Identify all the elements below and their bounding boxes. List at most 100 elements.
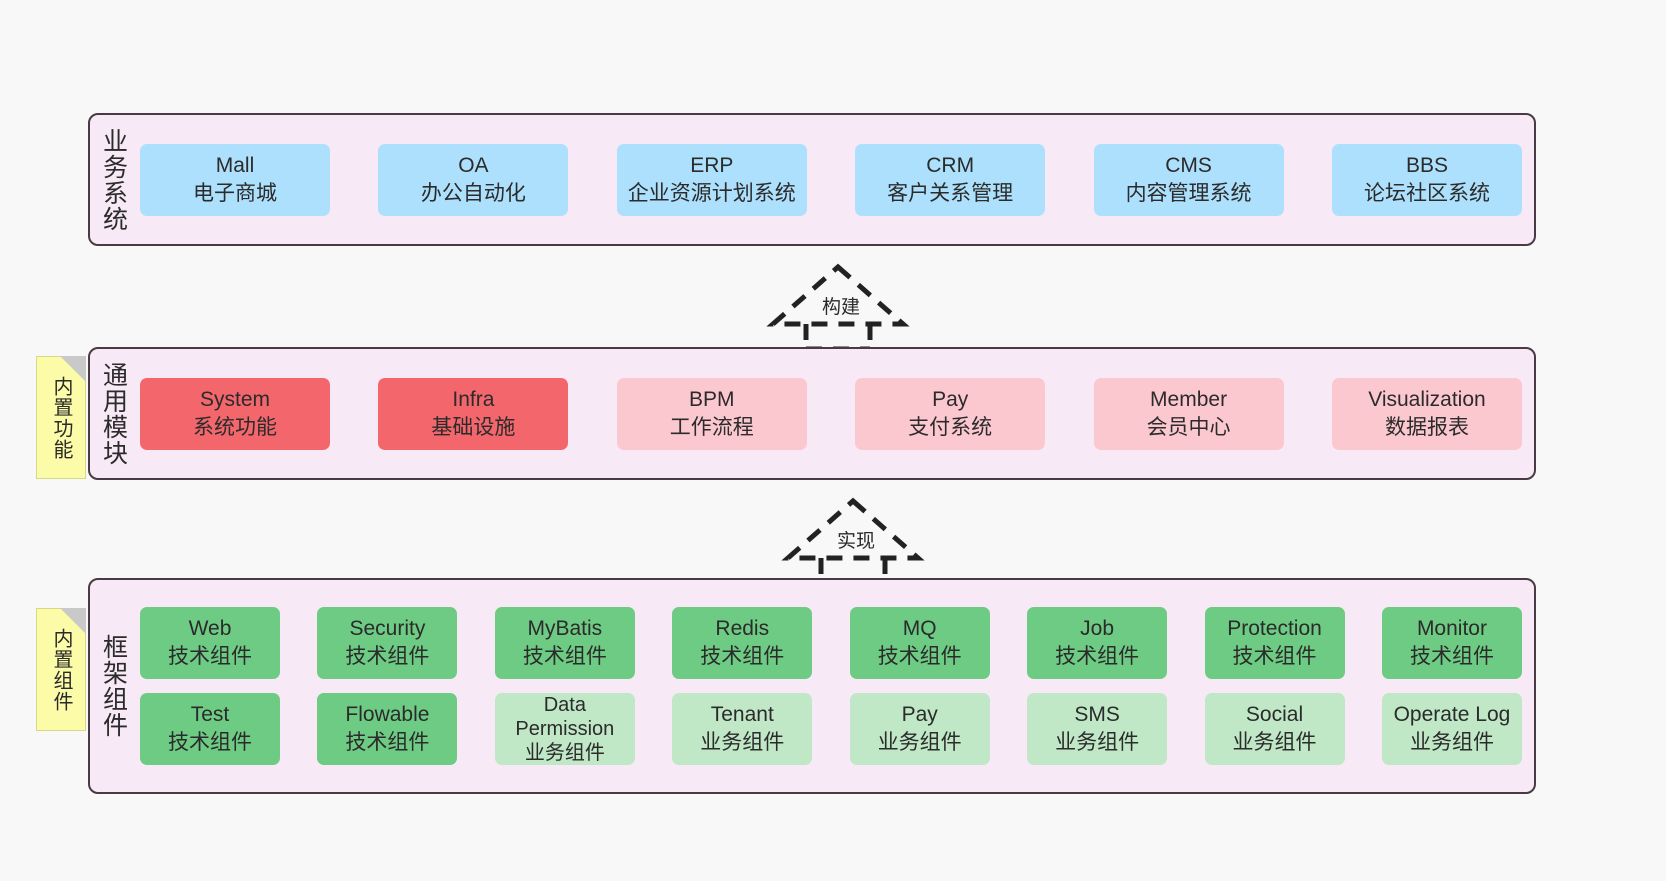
node-tenant[interactable]: Tenant 业务组件	[672, 693, 813, 765]
node-desc: 技术组件	[877, 645, 962, 668]
node-desc: 技术组件	[700, 645, 785, 668]
layer-body-framework-component: Web 技术组件 Security 技术组件 MyBatis 技术组件 Redi…	[136, 580, 1534, 792]
node-name: Social	[1245, 703, 1304, 727]
layer-title-business-system: 业务系统	[99, 127, 128, 232]
node-data-permission[interactable]: Data Permission 业务组件	[494, 693, 635, 765]
node-desc: 基础设施	[431, 415, 516, 439]
node-row: Mall 电子商城 OA 办公自动化 ERP 企业资源计划系统 CRM 客户关系…	[140, 143, 1522, 216]
note-builtin-component-label: 内置组件	[50, 627, 72, 712]
layer-title-framework-component: 框架组件	[99, 634, 128, 738]
node-pay[interactable]: Pay 支付系统	[855, 377, 1046, 450]
node-desc: 业务组件	[1232, 731, 1317, 754]
node-web[interactable]: Web 技术组件	[140, 607, 280, 679]
node-mall[interactable]: Mall 电子商城	[140, 143, 330, 216]
note-builtin-feature-label: 内置功能	[50, 375, 72, 460]
node-desc: 客户关系管理	[887, 181, 1014, 205]
node-pay-business[interactable]: Pay 业务组件	[849, 693, 990, 765]
node-desc: 系统功能	[193, 415, 277, 439]
node-name: Monitor	[1416, 617, 1487, 641]
node-system[interactable]: System 系统功能	[140, 377, 330, 450]
node-desc: 技术组件	[345, 645, 430, 668]
node-monitor[interactable]: Monitor 技术组件	[1381, 607, 1522, 679]
layer-body-business-system: Mall 电子商城 OA 办公自动化 ERP 企业资源计划系统 CRM 客户关系…	[136, 115, 1534, 244]
node-crm[interactable]: CRM 客户关系管理	[855, 143, 1046, 216]
node-name: Infra	[452, 387, 495, 411]
node-desc: 技术组件	[168, 731, 252, 754]
generalization-arrow-icon	[766, 263, 910, 352]
node-bpm[interactable]: BPM 工作流程	[616, 377, 807, 450]
node-erp[interactable]: ERP 企业资源计划系统	[616, 143, 807, 216]
node-sms[interactable]: SMS 业务组件	[1027, 693, 1168, 765]
node-flowable[interactable]: Flowable 技术组件	[317, 693, 458, 765]
node-name: CRM	[926, 153, 975, 177]
node-name: Job	[1080, 617, 1115, 641]
note-builtin-feature: 内置功能	[36, 356, 86, 479]
node-name: Tenant	[710, 703, 774, 727]
node-name: Test	[190, 703, 230, 727]
node-desc: 办公自动化	[420, 181, 526, 205]
node-member[interactable]: Member 会员中心	[1093, 377, 1284, 450]
node-desc: 数据报表	[1384, 415, 1469, 439]
node-name: Redis	[715, 617, 770, 641]
node-desc: 电子商城	[193, 181, 277, 205]
node-name: Operate Log	[1393, 703, 1511, 727]
node-name: Mall	[215, 153, 255, 177]
layer-common-module[interactable]: 通用模块 System 系统功能 Infra 基础设施 BPM 工作流程 Pay	[88, 347, 1536, 480]
node-desc: 业务组件	[1055, 731, 1140, 754]
node-name: MQ	[902, 617, 937, 641]
node-visualization[interactable]: Visualization 数据报表	[1331, 377, 1522, 450]
node-security[interactable]: Security 技术组件	[317, 607, 458, 679]
node-protection[interactable]: Protection 技术组件	[1204, 607, 1345, 679]
node-name: Member	[1150, 387, 1228, 411]
layer-body-common-module: System 系统功能 Infra 基础设施 BPM 工作流程 Pay 支付系统…	[136, 349, 1534, 478]
node-social[interactable]: Social 业务组件	[1204, 693, 1345, 765]
node-name: Protection	[1227, 617, 1322, 641]
node-name: Pay	[932, 387, 969, 411]
node-desc: 会员中心	[1146, 415, 1231, 439]
node-desc: 业务组件	[877, 731, 962, 754]
note-builtin-component: 内置组件	[36, 608, 86, 731]
node-name: OA	[458, 153, 489, 177]
node-desc: 工作流程	[669, 415, 754, 439]
node-cms[interactable]: CMS 内容管理系统	[1093, 143, 1284, 216]
node-oa[interactable]: OA 办公自动化	[378, 143, 569, 216]
node-name: BPM	[689, 387, 735, 411]
node-job[interactable]: Job 技术组件	[1027, 607, 1168, 679]
node-name: SMS	[1074, 703, 1120, 727]
node-name: CMS	[1165, 153, 1212, 177]
connector-implement-label: 实现	[837, 531, 876, 552]
node-bbs[interactable]: BBS 论坛社区系统	[1331, 143, 1522, 216]
connector-implement: 实现	[773, 496, 933, 586]
node-name: ERP	[690, 153, 734, 177]
node-desc: 技术组件	[522, 645, 607, 668]
node-desc: 内容管理系统	[1125, 181, 1252, 205]
layer-title-common-module: 通用模块	[99, 361, 128, 466]
node-desc: 企业资源计划系统	[627, 181, 796, 205]
node-row: Web 技术组件 Security 技术组件 MyBatis 技术组件 Redi…	[140, 607, 1522, 679]
node-desc: 技术组件	[1232, 645, 1317, 668]
connector-build-label: 构建	[822, 297, 861, 318]
node-infra[interactable]: Infra 基础设施	[378, 377, 569, 450]
connector-build: 构建	[758, 262, 918, 352]
node-name: Web	[188, 617, 232, 641]
node-desc: 业务组件	[524, 742, 605, 764]
node-desc: 论坛社区系统	[1363, 181, 1490, 205]
layer-business-system[interactable]: 业务系统 Mall 电子商城 OA 办公自动化 ERP 企业资源计划系统 CRM	[88, 113, 1536, 246]
node-operate-log[interactable]: Operate Log 业务组件	[1381, 693, 1522, 765]
node-desc: 业务组件	[1409, 731, 1494, 754]
node-row: Test 技术组件 Flowable 技术组件 Data Permission …	[140, 693, 1522, 765]
node-desc: 技术组件	[168, 645, 252, 668]
node-mq[interactable]: MQ 技术组件	[849, 607, 990, 679]
node-name: BBS	[1405, 153, 1448, 177]
node-name: System	[199, 387, 270, 411]
node-desc: 技术组件	[1409, 645, 1494, 668]
node-name: Flowable	[345, 703, 430, 727]
node-mybatis[interactable]: MyBatis 技术组件	[494, 607, 635, 679]
layer-framework-component[interactable]: 框架组件 Web 技术组件 Security 技术组件 MyBatis 技术组件…	[88, 578, 1536, 794]
node-name: Pay	[901, 703, 938, 727]
node-name: Data Permission	[515, 694, 615, 740]
node-redis[interactable]: Redis 技术组件	[672, 607, 813, 679]
node-test[interactable]: Test 技术组件	[140, 693, 280, 765]
node-desc: 技术组件	[345, 731, 430, 754]
